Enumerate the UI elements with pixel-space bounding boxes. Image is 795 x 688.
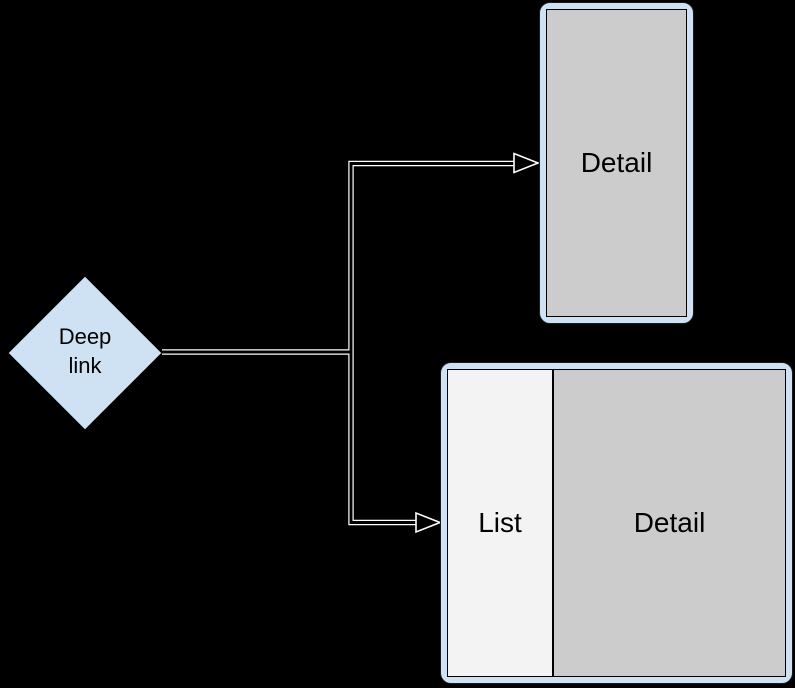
tablet-frame: List Detail — [440, 362, 793, 684]
list-pane: List — [448, 370, 554, 676]
connector-branch-top-core — [349, 162, 515, 352]
phone-frame: Detail — [539, 2, 694, 324]
connector-branch-bottom-casing — [348, 352, 418, 526]
tablet-detail-label: Detail — [633, 507, 706, 538]
detail-pane: Detail — [554, 370, 785, 676]
deep-link-label: Deep link — [58, 324, 112, 378]
deep-link-diamond-shape — [7, 275, 163, 431]
phone-screen: Detail — [546, 9, 687, 317]
tablet-screen: List Detail — [447, 369, 786, 677]
connector-branch-top-casing — [348, 160, 515, 352]
list-label: List — [478, 507, 522, 538]
connector-branch-bottom-core — [349, 352, 418, 524]
arrowhead-bottom-icon — [415, 511, 443, 534]
phone-detail-label: Detail — [580, 147, 653, 178]
arrowhead-top-icon — [513, 152, 541, 174]
